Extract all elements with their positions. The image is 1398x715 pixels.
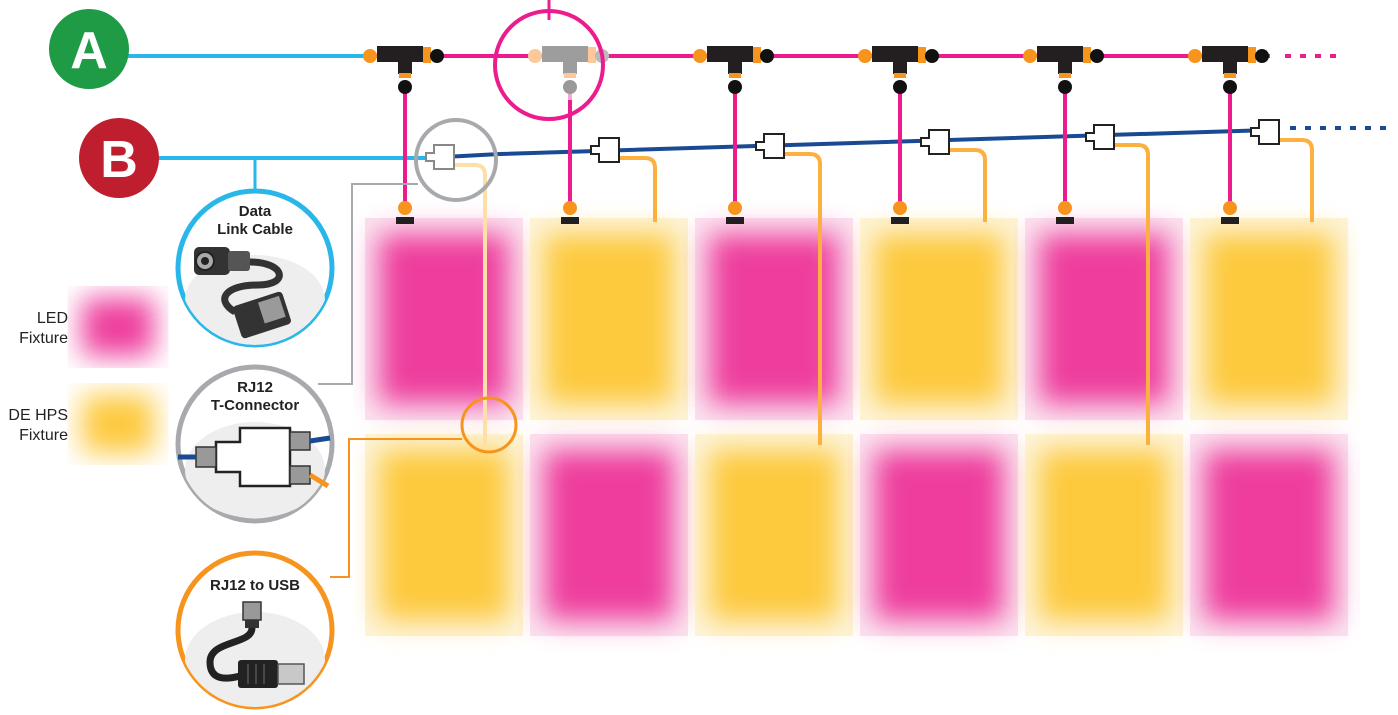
t-connector-icon: [178, 426, 331, 489]
badge-b-label: B: [100, 131, 138, 189]
led-fixture: [1025, 218, 1183, 420]
callout-data-link-cable: Data Link Cable: [175, 188, 335, 348]
led-fixture: [1190, 434, 1348, 636]
legend-hps-swatch: [82, 395, 154, 453]
legend-led-line2: Fixture: [19, 330, 68, 347]
legend-led-line1: LED: [37, 310, 68, 327]
badge-a: A: [49, 9, 129, 89]
rj12-t-connector: [1085, 124, 1115, 150]
bus-a-t-connector: [1188, 46, 1269, 94]
led-fixture: [365, 218, 523, 420]
rj12-cable: [949, 148, 987, 222]
legend-hps-line1: DE HPS: [8, 407, 68, 424]
bus-a-t-connector: [363, 46, 444, 94]
bus-a-t-connector: [1023, 46, 1104, 94]
callout-rj12-t-line1: RJ12: [237, 379, 273, 396]
hps-fixture: [860, 218, 1018, 420]
bus-a-t-connector: [693, 46, 774, 94]
bus-a-t-connector: [858, 46, 939, 94]
led-fixture: [860, 434, 1018, 636]
fixture-connector: [1223, 201, 1237, 215]
rj12-t-leader: [318, 183, 418, 385]
fixture-connector: [728, 201, 742, 215]
rj12-cable: [454, 163, 487, 445]
bus-a-t-connector: [528, 46, 609, 94]
rj12-t-connector: [920, 129, 950, 155]
hps-fixture: [365, 434, 523, 636]
fixture-connector: [563, 201, 577, 215]
usb-cable-icon: [206, 601, 305, 688]
callout-rj12-t-connector: RJ12 T-Connector: [175, 364, 335, 524]
rj12-cable: [619, 156, 657, 222]
badge-b: B: [79, 118, 159, 198]
hps-fixture: [1025, 434, 1183, 636]
callout-data-link-line1: Data: [239, 203, 272, 220]
hps-fixture: [530, 218, 688, 420]
legend: LED Fixture DE HPS Fixture: [8, 298, 154, 453]
led-fixture: [530, 434, 688, 636]
rj12-t-connector: [425, 144, 455, 170]
rj12-t-connector: [1250, 119, 1280, 145]
fixture-connector: [893, 201, 907, 215]
rj12-t-highlight-circle: [414, 118, 498, 202]
usb-highlight-circle: [460, 396, 518, 454]
bus-a-t-highlight-circle: [493, 9, 605, 121]
fixture-connector: [1058, 201, 1072, 215]
rj12-plug-icon: [233, 291, 291, 339]
badge-a-label: A: [70, 22, 108, 80]
legend-led-swatch: [82, 298, 154, 356]
callout-rj12-t-line2: T-Connector: [211, 397, 299, 414]
m12-connector-icon: [194, 247, 283, 315]
legend-hps-line2: Fixture: [19, 427, 68, 444]
rj12-cable: [1114, 143, 1150, 445]
rj12-cable: [784, 152, 822, 445]
rj12-t-connector: [755, 133, 785, 159]
hps-fixture: [1190, 218, 1348, 420]
callout-rj12-to-usb: RJ12 to USB: [175, 550, 335, 710]
fixture-drops: [363, 46, 1314, 445]
usb-leader: [330, 438, 462, 578]
callout-data-link-line2: Link Cable: [217, 221, 293, 238]
rj12-t-connector: [590, 137, 620, 163]
rj12-cable: [1279, 138, 1314, 222]
callout-rj12-usb-label: RJ12 to USB: [210, 577, 300, 594]
fixture-connector: [398, 201, 412, 215]
led-fixture: [695, 218, 853, 420]
fixture-grid: [365, 218, 1348, 636]
hps-fixture: [695, 434, 853, 636]
